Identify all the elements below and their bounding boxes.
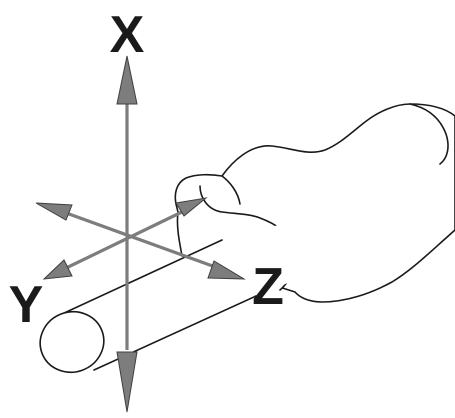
z-axis-arrow-start bbox=[36, 203, 72, 220]
y-axis-arrow-end bbox=[44, 260, 72, 279]
z-axis-label: Z bbox=[252, 258, 284, 316]
y-axis-label: Y bbox=[9, 276, 44, 334]
x-axis-label: X bbox=[110, 6, 145, 64]
x-axis-arrow-down bbox=[117, 352, 137, 412]
